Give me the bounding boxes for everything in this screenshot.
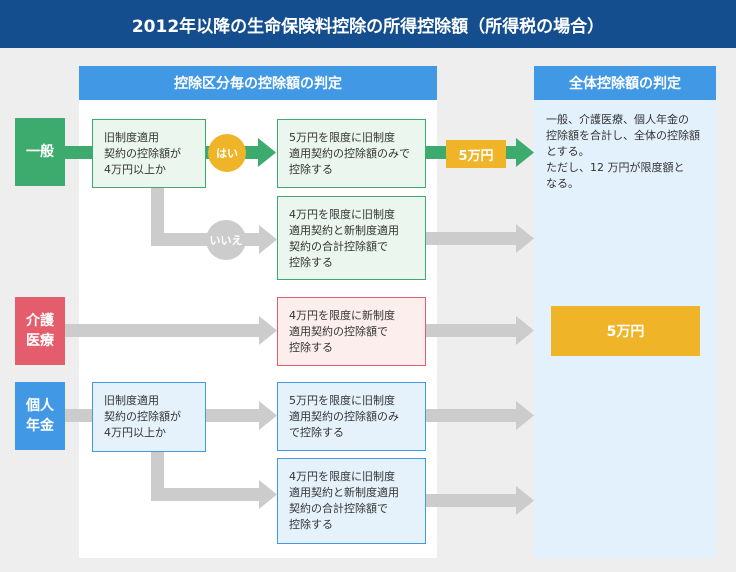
arrow-result-to-amount <box>426 146 446 159</box>
arrow-pension-yes-out <box>426 409 518 422</box>
category-personal-pension: 個人 年金 <box>15 382 65 450</box>
total-judgment-header: 全体控除額の判定 <box>534 66 716 100</box>
total-note-text: 一般、介護医療、個人年金の 控除額を合計し、全体の控除額 とする。 ただし、12… <box>546 113 700 190</box>
arrow-head-yes <box>258 138 276 167</box>
arrow-head-care-out <box>516 316 534 345</box>
arrow-head-care-in <box>259 316 277 345</box>
category-care-medical: 介護 医療 <box>15 297 65 365</box>
total-amount-badge: 5万円 <box>551 306 700 356</box>
arrow-head-general-no <box>259 225 277 254</box>
arrow-pension-in <box>65 409 92 422</box>
arrow-head-pension-no <box>259 480 277 509</box>
arrow-pension-yes <box>206 409 263 422</box>
arrow-general-to-question <box>65 146 92 159</box>
arrow-care-out <box>426 324 518 337</box>
arrow-head-general-no-out <box>516 224 534 253</box>
no-badge: いいえ <box>206 220 246 260</box>
arrow-head-pension-no-out <box>516 486 534 515</box>
page-title: 2012年以降の生命保険料控除の所得控除額（所得税の場合） <box>0 0 736 48</box>
category-general-label: 一般 <box>26 144 54 160</box>
arrow-pension-no-right <box>151 488 263 501</box>
arrow-general-no-down <box>151 188 164 246</box>
category-general: 一般 <box>15 118 65 186</box>
arrow-pension-no-out <box>426 494 518 507</box>
pension-question-box: 旧制度適用 契約の控除額が 4万円以上か <box>92 382 206 452</box>
category-care-label: 介護 医療 <box>26 313 54 349</box>
category-judgment-header: 控除区分毎の控除額の判定 <box>79 66 437 100</box>
category-pension-label: 個人 年金 <box>26 398 54 434</box>
general-no-result-box: 4万円を限度に旧制度 適用契約と新制度適用 契約の合計控除額で 控除する <box>277 196 426 280</box>
arrow-general-no-out <box>426 232 518 245</box>
arrow-head-amount <box>516 138 534 167</box>
arrow-amount-to-total <box>506 146 518 159</box>
general-amount-badge: 5万円 <box>446 140 506 168</box>
arrow-head-pension-yes-out <box>516 401 534 430</box>
care-result-box: 4万円を限度に新制度 適用契約の控除額で 控除する <box>277 297 426 366</box>
arrow-head-pension-yes <box>259 401 277 430</box>
yes-badge: はい <box>208 134 246 172</box>
pension-yes-result-box: 5万円を限度に旧制度 適用契約の控除額のみ で控除する <box>277 382 426 451</box>
arrow-care-in <box>65 324 263 337</box>
pension-no-result-box: 4万円を限度に旧制度 適用契約と新制度適用 契約の合計控除額で 控除する <box>277 458 426 544</box>
general-question-box: 旧制度適用 契約の控除額が 4万円以上か <box>92 119 206 188</box>
general-yes-result-box: 5万円を限度に旧制度 適用契約の控除額のみで 控除する <box>277 119 426 188</box>
